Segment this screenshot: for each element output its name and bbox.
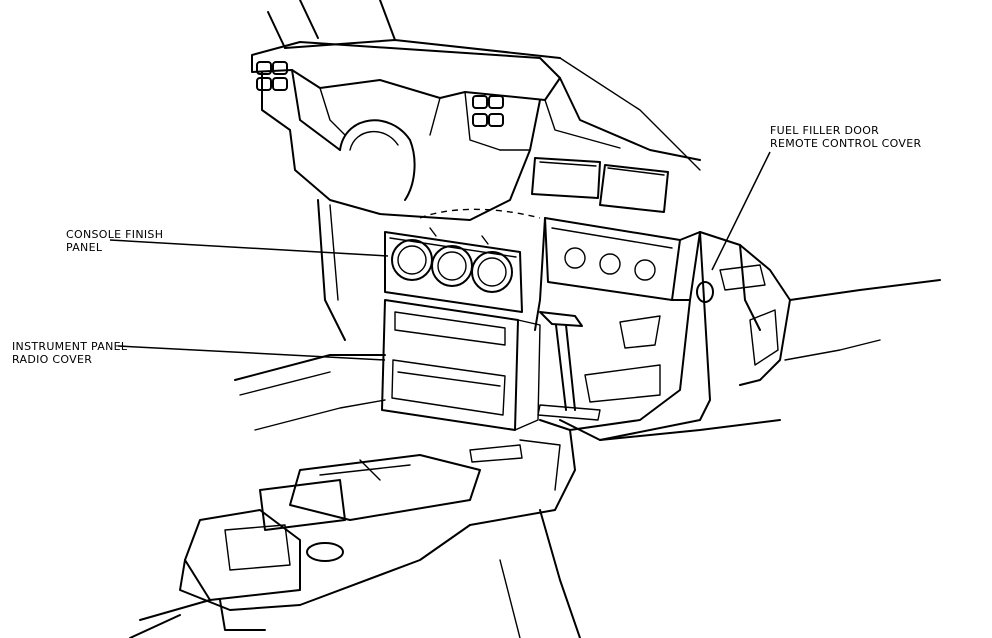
- leader-lines: [109, 151, 771, 361]
- heater-control-panel: [534, 217, 701, 331]
- console-finish-panel: [384, 227, 523, 313]
- dashboard-shroud: [251, 41, 701, 221]
- windshield-lines: [267, 0, 701, 171]
- console-tunnel: [469, 299, 691, 526]
- leader-fuel-filler-cover: [711, 151, 771, 271]
- left-door-edge: [234, 199, 386, 431]
- leader-console-finish-panel: [109, 239, 389, 257]
- dash-vents: [531, 157, 669, 213]
- left-switch-pod: [256, 61, 288, 91]
- radio-cover: [381, 299, 541, 431]
- label-fuel-filler-cover: FUEL FILLER DOOR REMOTE CONTROL COVER: [770, 124, 922, 150]
- label-radio-cover: INSTRUMENT PANEL RADIO COVER: [12, 340, 128, 366]
- steering-wheel: [339, 119, 541, 219]
- rear-console: [129, 444, 523, 638]
- leader-radio-cover: [117, 345, 386, 361]
- right-door-panel: [599, 231, 941, 441]
- right-switch-pod: [472, 95, 504, 127]
- floor-lines: [499, 419, 781, 638]
- label-console-finish-panel: CONSOLE FINISH PANEL: [66, 228, 164, 254]
- gear-shifter: [537, 311, 601, 421]
